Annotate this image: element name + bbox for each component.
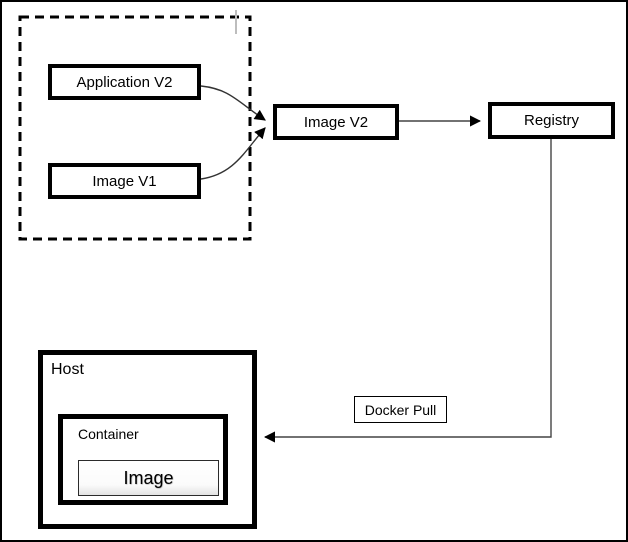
edge-registry-to-host (263, 139, 552, 443)
docker-pull-label: Docker Pull (364, 401, 437, 418)
build-group-dashed-border (18, 15, 252, 241)
node-image: Image (78, 460, 219, 496)
node-image-label: Image (123, 467, 174, 488)
edge-image-v1-to-image-v2 (200, 127, 266, 180)
node-registry: Registry (488, 102, 615, 139)
node-container: Container Image (58, 414, 228, 505)
node-registry-label: Registry (523, 112, 579, 129)
edge-application-v2-to-image-v2 (200, 85, 266, 121)
node-image-v2-label: Image V2 (303, 113, 369, 131)
text-cursor-artifact (235, 10, 237, 34)
node-host-label: Host (51, 361, 84, 378)
docker-pull-label-box: Docker Pull (354, 396, 447, 423)
node-host: Host Container Image (38, 350, 257, 529)
node-application-v2-label: Application V2 (76, 73, 173, 91)
node-image-v2: Image V2 (273, 104, 399, 140)
node-image-v1-label: Image V1 (92, 172, 157, 190)
node-container-label: Container (78, 426, 139, 442)
node-image-v1: Image V1 (48, 163, 201, 199)
node-application-v2: Application V2 (48, 64, 201, 100)
